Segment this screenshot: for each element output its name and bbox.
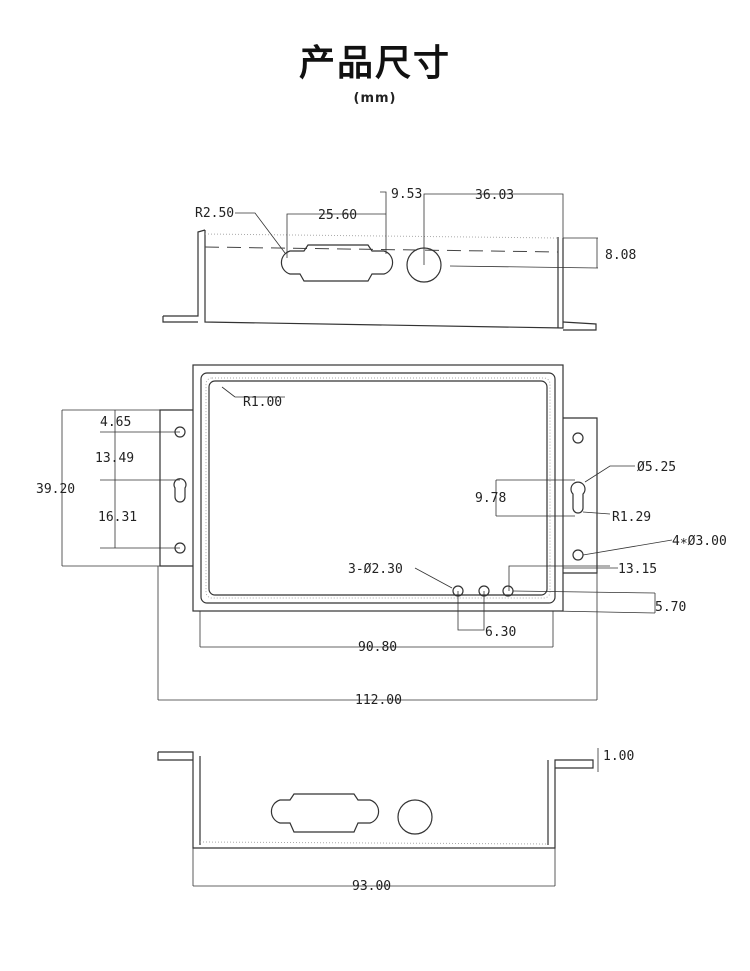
- right-flange: [563, 417, 598, 574]
- dim-holes4: 4∗Ø3.00: [672, 534, 727, 549]
- dim-9080: 90.80: [358, 640, 397, 655]
- dim-630: 6.30: [485, 625, 516, 640]
- dim-808: 8.08: [605, 248, 636, 263]
- dim-r100: R1.00: [243, 395, 282, 410]
- dim-953: 9.53: [391, 187, 422, 202]
- dim-465: 4.65: [100, 415, 131, 430]
- dim-r129: R1.29: [612, 510, 651, 525]
- dim-holes3: 3-Ø2.30: [348, 562, 403, 577]
- front-view: R1.00 4.65 13.49 39.20 16.31 Ø5.25 9.78 …: [36, 364, 727, 708]
- dim-r250: R2.50: [195, 206, 234, 221]
- dim-3920: 39.20: [36, 482, 75, 497]
- dim-978: 9.78: [475, 491, 506, 506]
- db9-cutout: [280, 244, 394, 282]
- left-flange: [159, 409, 193, 567]
- dim-11200: 112.00: [355, 693, 402, 708]
- dim-3603: 36.03: [475, 188, 514, 203]
- dim-1349: 13.49: [95, 451, 134, 466]
- page-title: 产品尺寸: [298, 43, 451, 84]
- db9-cutout-bottom: [270, 793, 380, 833]
- dim-100: 1.00: [603, 749, 634, 764]
- dim-9300: 93.00: [352, 879, 391, 894]
- dim-1315: 13.15: [618, 562, 657, 577]
- keyhole-left: [173, 478, 187, 503]
- keyhole-right: [570, 481, 586, 514]
- dim-2560: 25.60: [318, 208, 357, 223]
- top-view: R2.50 25.60 9.53 36.03 8.08: [162, 187, 636, 331]
- dim-phi525: Ø5.25: [637, 460, 676, 475]
- unit-label: (mm): [353, 91, 397, 106]
- bottom-view: 1.00 93.00: [157, 748, 634, 894]
- dim-1631: 16.31: [98, 510, 137, 525]
- dim-570: 5.70: [655, 600, 686, 615]
